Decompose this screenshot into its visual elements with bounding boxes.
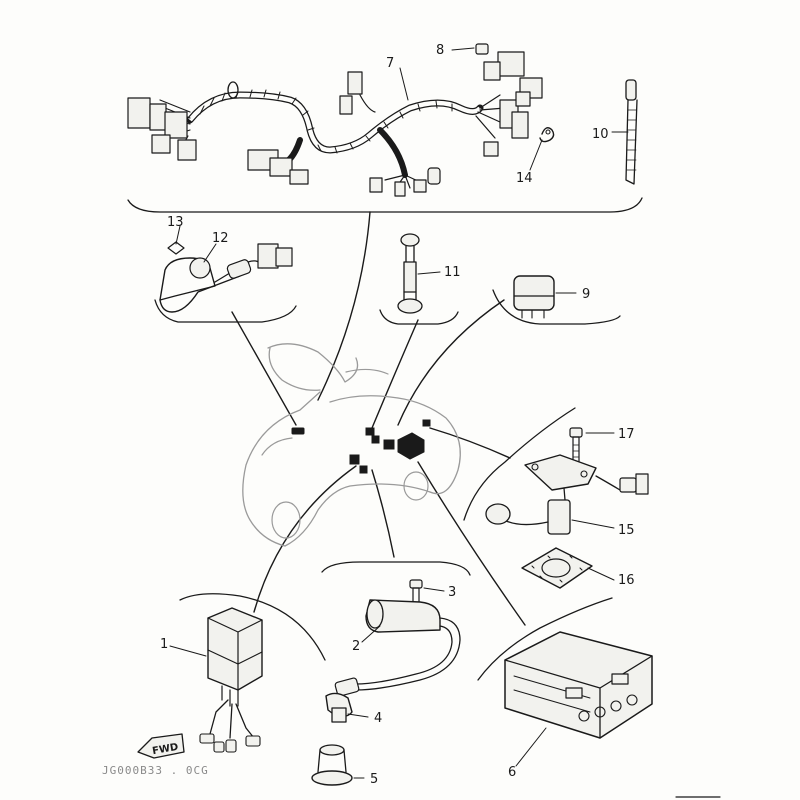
catalog-code: JG000B33 . 0CG <box>102 764 209 777</box>
scooter-silhouette <box>242 343 461 547</box>
callout-16: 16 <box>618 573 635 588</box>
callout-2: 2 <box>352 639 360 654</box>
callout-10: 10 <box>592 127 609 142</box>
cable-band <box>625 79 638 185</box>
ignition-coil <box>334 599 461 697</box>
callout-15: 15 <box>618 523 635 538</box>
rectifier-regulator <box>199 607 263 753</box>
resistor-plug <box>397 233 423 314</box>
spark-plug <box>311 744 353 786</box>
callout-leaders <box>169 47 629 779</box>
spark-plug-cap <box>325 692 353 723</box>
callout-7: 7 <box>386 56 394 71</box>
callout-6: 6 <box>508 765 516 780</box>
forward-arrow: FWD <box>137 733 185 759</box>
mounting-bolt <box>569 427 583 464</box>
relay-unit <box>513 275 555 319</box>
wire-harness <box>127 51 543 197</box>
battery <box>504 631 653 739</box>
gasket <box>521 547 593 589</box>
callout-3: 3 <box>448 585 456 600</box>
callout-1: 1 <box>160 637 168 652</box>
leader-lines <box>231 211 526 626</box>
wire-clip <box>539 127 555 143</box>
callout-13: 13 <box>167 215 184 230</box>
coil-screw <box>409 579 423 611</box>
callout-8: 8 <box>436 43 444 58</box>
fwd-label: FWD <box>152 742 180 757</box>
callout-5: 5 <box>370 772 378 787</box>
callout-numbers: 8 7 10 14 13 12 11 9 17 15 16 3 2 1 4 5 … <box>160 43 635 787</box>
callout-9: 9 <box>582 287 590 302</box>
callout-4: 4 <box>374 711 382 726</box>
callout-14: 14 <box>516 171 533 186</box>
sensor-assembly <box>159 241 293 313</box>
callout-12: 12 <box>212 231 229 246</box>
group-brackets <box>127 197 643 681</box>
callout-11: 11 <box>444 265 461 280</box>
fuel-sender <box>485 454 649 535</box>
connector-cap <box>475 43 489 55</box>
callout-17: 17 <box>618 427 635 442</box>
location-markers <box>291 419 431 474</box>
